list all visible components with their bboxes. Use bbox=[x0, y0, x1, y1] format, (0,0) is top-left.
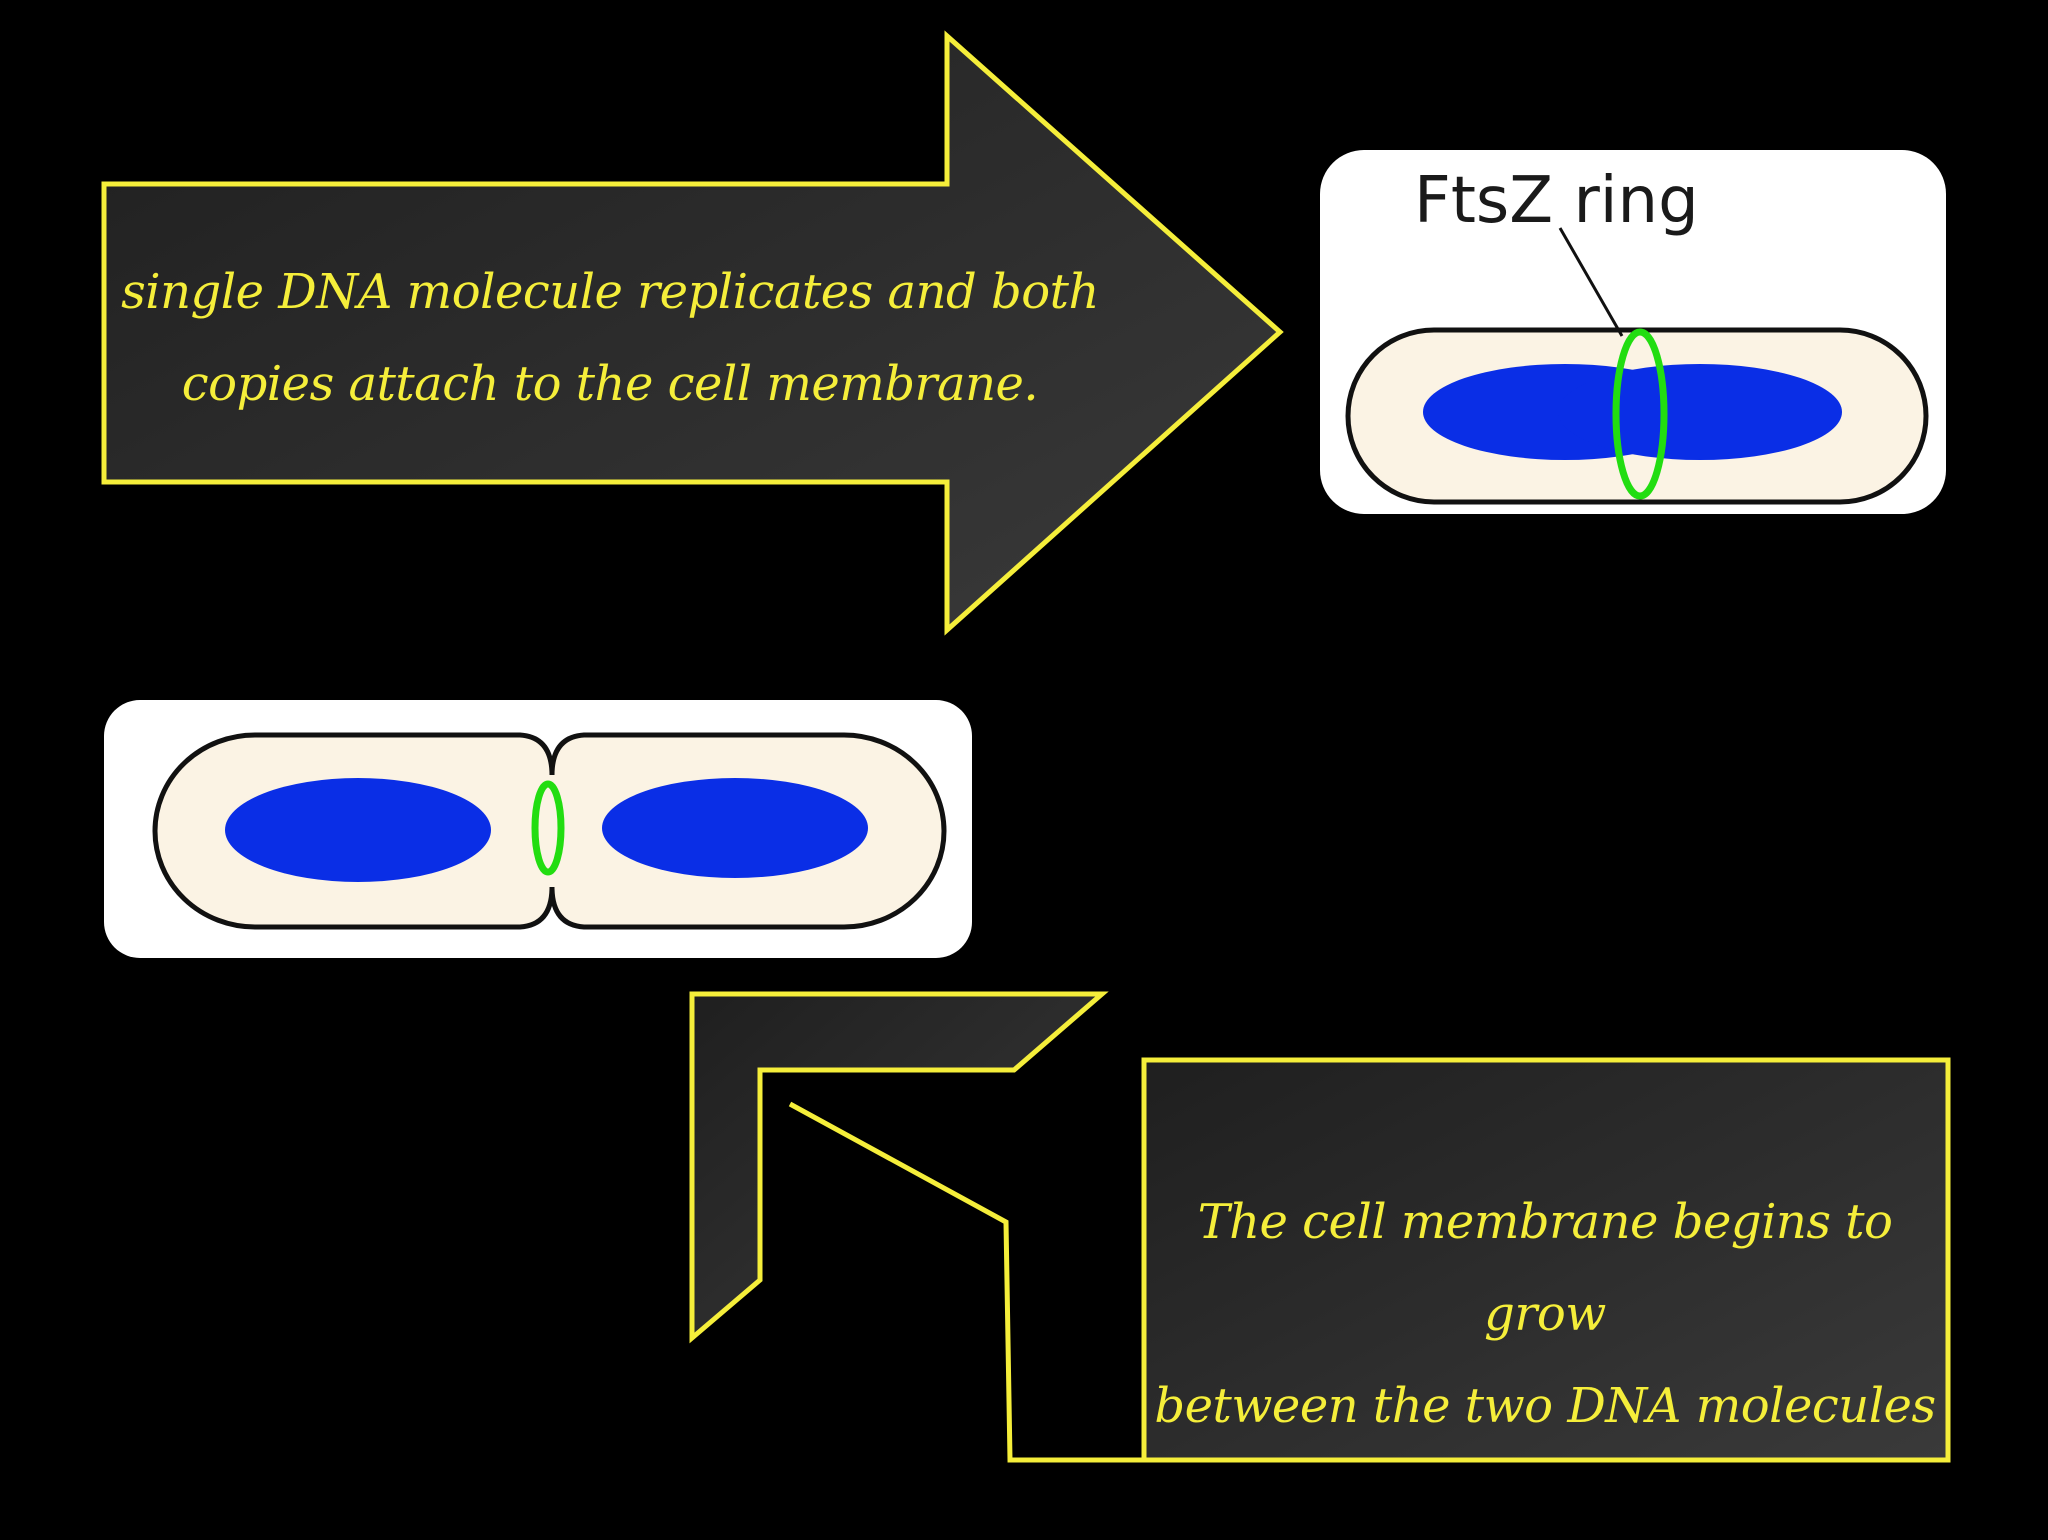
top-cell-panel: FtsZ ring bbox=[1320, 150, 1946, 514]
box-callout-line-1: The cell membrane begins to grow bbox=[1197, 1194, 1893, 1342]
ftsz-ring bbox=[1612, 328, 1668, 500]
chevron-arrow-shape bbox=[689, 991, 1109, 1344]
dna-right-daughter bbox=[602, 778, 868, 878]
dna-left-daughter bbox=[225, 778, 491, 882]
arrow-callout-line-2: copies attach to the cell membrane. bbox=[181, 356, 1039, 412]
box-callout-line-2: between the two DNA molecules bbox=[1154, 1378, 1936, 1434]
arrow-callout-shape bbox=[101, 30, 1284, 636]
arrow-callout-line-1: single DNA molecule replicates and both bbox=[121, 264, 1099, 320]
ftsz-ring-constricted bbox=[531, 780, 565, 876]
ftsz-ring-label: FtsZ ring bbox=[1414, 164, 1699, 238]
callout-pointer-line bbox=[788, 1101, 1146, 1463]
dna-right bbox=[1558, 364, 1842, 460]
box-callout-text: The cell membrane begins to grow between… bbox=[1150, 1176, 1940, 1452]
ftsz-pointer-line bbox=[1558, 227, 1624, 337]
dividing-cell-panel bbox=[104, 700, 972, 958]
arrow-callout-text: single DNA molecule replicates and both … bbox=[110, 246, 1110, 430]
box-callout-shape bbox=[1141, 1057, 1951, 1463]
